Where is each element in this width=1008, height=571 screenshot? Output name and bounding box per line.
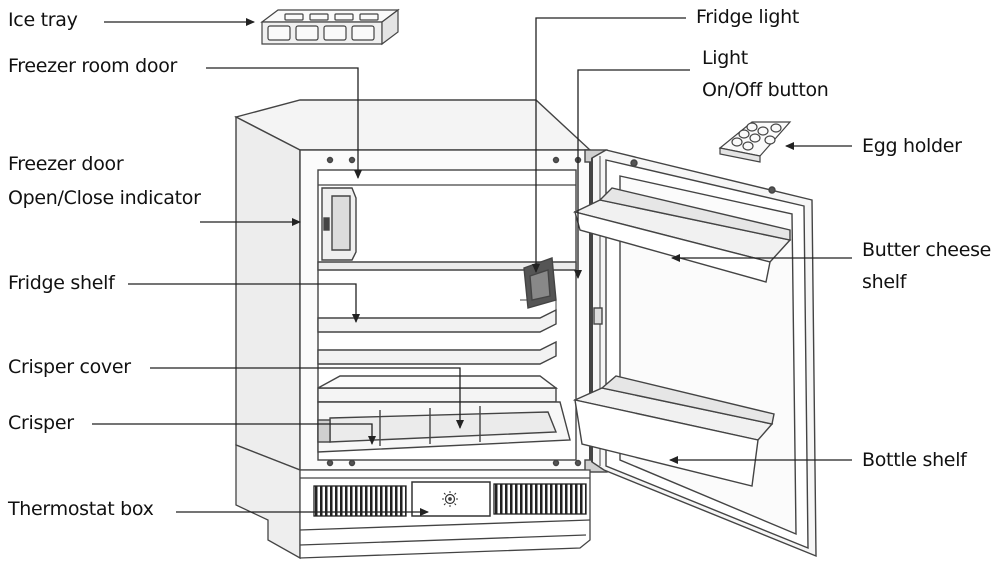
label-ice-tray: Ice tray: [8, 8, 78, 32]
label-butter-cheese-shelf: Butter cheese shelf: [862, 238, 991, 294]
leader-crisper: [92, 423, 376, 445]
label-light-button: Light On/Off button: [702, 46, 829, 102]
fridge-door: [572, 149, 817, 558]
label-bottle-shelf: Bottle shelf: [862, 448, 967, 472]
label-fridge-shelf: Fridge shelf: [8, 271, 115, 295]
leader-freezer-room-door: [206, 67, 362, 179]
label-crisper-cover-text: Crisper cover: [8, 356, 131, 378]
label-fridge-light: Fridge light: [696, 5, 799, 29]
leader-crisper-cover: [150, 367, 464, 429]
label-light-button-line1: Light: [702, 47, 748, 69]
ice-tray-drawing: [260, 8, 400, 46]
egg-holder-drawing: [718, 121, 792, 163]
fridge-cabinet: [234, 99, 608, 473]
label-freezer-door-indicator: Freezer door Open/Close indicator: [8, 152, 201, 210]
label-freezer-door-indicator-line2: Open/Close indicator: [8, 187, 201, 209]
leader-fridge-shelf: [128, 283, 360, 323]
label-butter-cheese-shelf-line2: shelf: [862, 271, 907, 293]
label-fridge-light-text: Fridge light: [696, 6, 799, 28]
label-light-button-line2: On/Off button: [702, 79, 829, 101]
label-fridge-shelf-text: Fridge shelf: [8, 272, 115, 294]
label-freezer-door-indicator-line1: Freezer door: [8, 153, 124, 175]
label-thermostat-box: Thermostat box: [8, 497, 154, 521]
label-egg-holder: Egg holder: [862, 134, 962, 158]
leader-light-button: [574, 69, 690, 279]
label-thermostat-box-text: Thermostat box: [8, 498, 154, 520]
label-crisper: Crisper: [8, 411, 74, 435]
label-freezer-room-door-text: Freezer room door: [8, 55, 178, 77]
label-crisper-text: Crisper: [8, 412, 74, 434]
leader-fridge-light: [532, 17, 686, 273]
label-crisper-cover: Crisper cover: [8, 355, 131, 379]
leader-lines: [92, 17, 852, 516]
label-bottle-shelf-text: Bottle shelf: [862, 449, 967, 471]
label-butter-cheese-shelf-line1: Butter cheese: [862, 239, 992, 261]
label-freezer-room-door: Freezer room door: [8, 54, 177, 78]
label-ice-tray-text: Ice tray: [8, 9, 78, 31]
label-egg-holder-text: Egg holder: [862, 135, 962, 157]
fridge-base: [235, 444, 591, 560]
